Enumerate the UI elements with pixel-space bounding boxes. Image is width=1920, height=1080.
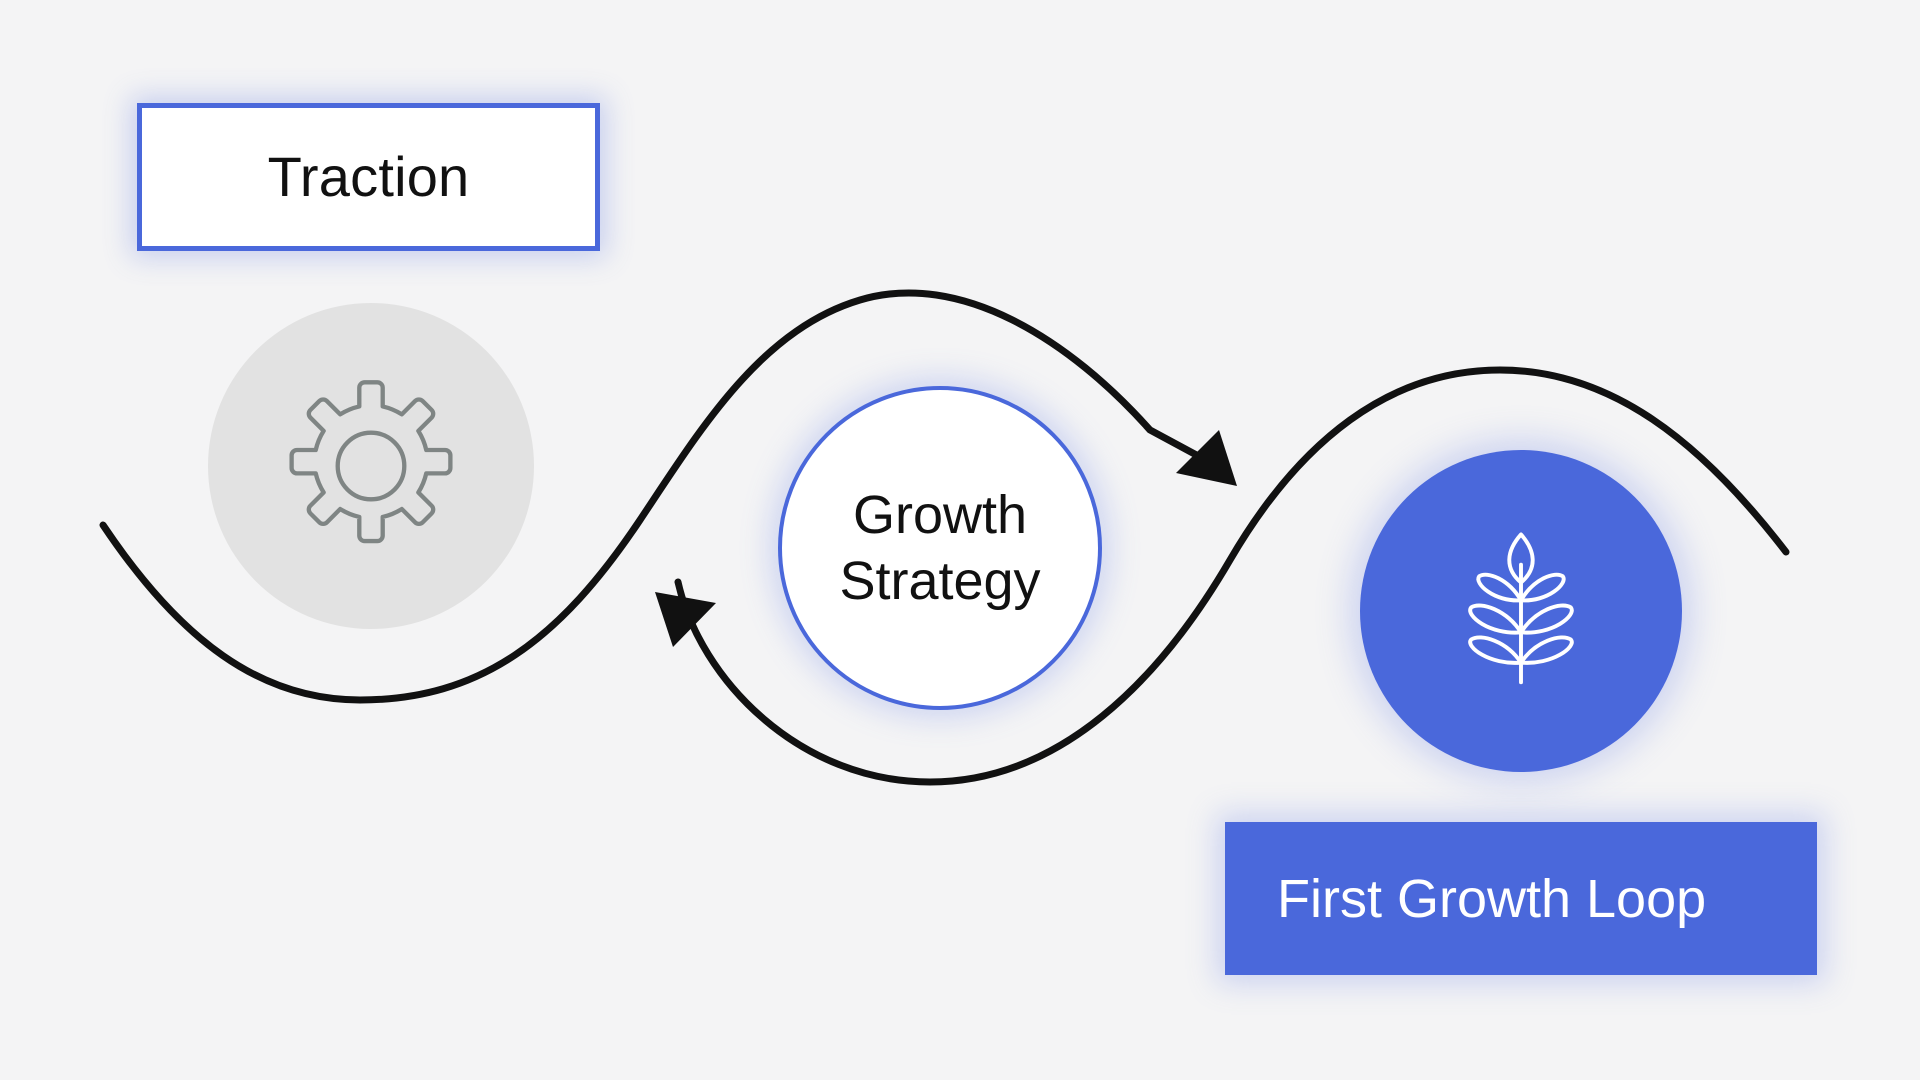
growth-strategy-node[interactable]: Growth Strategy xyxy=(778,386,1102,710)
plant-badge xyxy=(1360,450,1682,772)
growth-strategy-label-line-2: Strategy xyxy=(839,551,1041,611)
first-growth-loop-label: First Growth Loop xyxy=(1277,868,1707,929)
arrow-down-right-head xyxy=(1176,430,1237,486)
traction-label: Traction xyxy=(267,145,470,208)
growth-strategy-label-line-1: Growth xyxy=(852,484,1028,545)
arrow-up-left-head xyxy=(655,592,716,647)
first-growth-loop-node[interactable]: First Growth Loop xyxy=(1225,822,1817,975)
plant-sprout-icon xyxy=(1468,532,1574,685)
gear-icon xyxy=(289,380,453,544)
traction-node[interactable]: Traction xyxy=(137,103,600,251)
gear-badge xyxy=(208,303,534,629)
